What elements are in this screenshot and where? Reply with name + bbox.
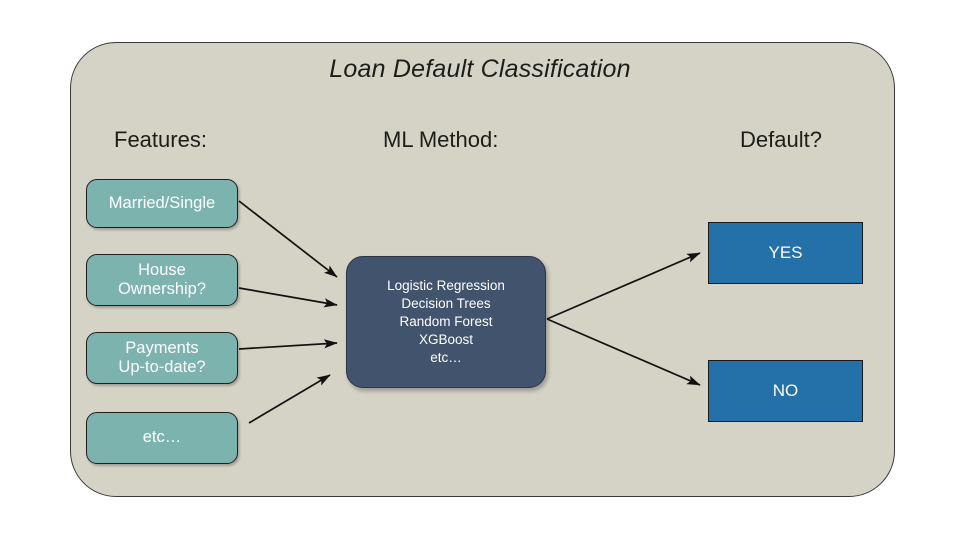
feature-label-line: Married/Single bbox=[108, 193, 216, 212]
feature-label-line: Ownership? bbox=[117, 280, 207, 298]
column-heading-features: Features: bbox=[114, 127, 207, 152]
method-item-decision-trees: Decision Trees bbox=[401, 296, 491, 312]
feature-label: Payments Up-to-date? bbox=[118, 339, 205, 378]
ml-method-box[interactable]: Logistic Regression Decision Trees Rando… bbox=[346, 256, 546, 388]
feature-label-line: House bbox=[138, 260, 186, 279]
feature-box-etc[interactable]: etc… bbox=[86, 412, 238, 464]
feature-label-line: etc… bbox=[142, 428, 182, 447]
feature-label-line: Payments bbox=[125, 338, 199, 357]
feature-box-married-single[interactable]: Married/Single bbox=[86, 179, 238, 228]
column-heading-default: Default? bbox=[740, 127, 822, 152]
feature-label: House Ownership? bbox=[118, 261, 206, 300]
method-item-logistic-regression: Logistic Regression bbox=[387, 278, 505, 294]
feature-label: etc… bbox=[143, 428, 182, 447]
output-label: NO bbox=[772, 381, 799, 400]
method-item-random-forest: Random Forest bbox=[399, 314, 493, 330]
feature-label-line: Up-to-date? bbox=[118, 358, 206, 376]
output-box-yes[interactable]: YES bbox=[708, 222, 863, 284]
output-box-no[interactable]: NO bbox=[708, 360, 863, 422]
feature-box-payments-up-to-date[interactable]: Payments Up-to-date? bbox=[86, 332, 238, 384]
output-label: YES bbox=[768, 243, 803, 262]
diagram-title: Loan Default Classification bbox=[329, 55, 631, 83]
feature-label: Married/Single bbox=[109, 194, 215, 213]
feature-box-house-ownership[interactable]: House Ownership? bbox=[86, 254, 238, 306]
method-item-etc: etc… bbox=[430, 349, 462, 365]
method-item-xgboost: XGBoost bbox=[418, 331, 474, 347]
column-heading-ml-method: ML Method: bbox=[383, 127, 499, 152]
